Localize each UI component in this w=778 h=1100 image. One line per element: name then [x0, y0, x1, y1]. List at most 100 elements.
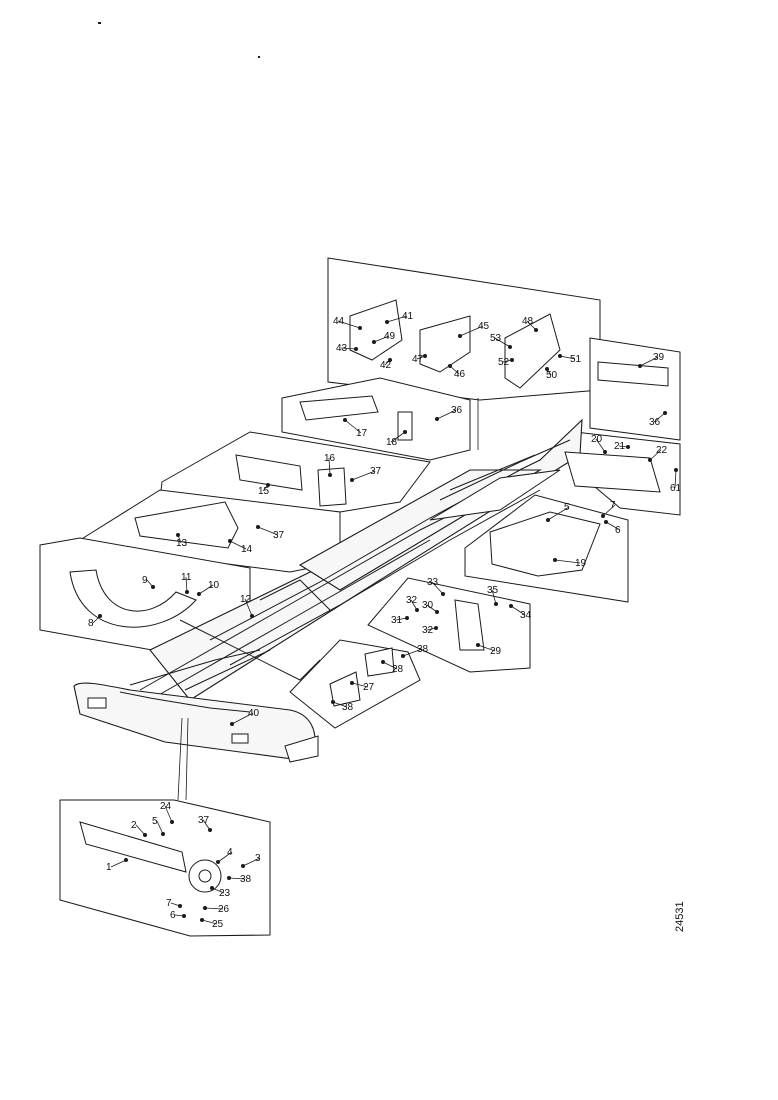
- leader-line-10: [198, 584, 214, 595]
- leader-line-40: [231, 712, 254, 725]
- bolt-dot-23: [210, 886, 214, 890]
- callout-label-23: 23: [219, 888, 231, 899]
- bolt-dot-44: [358, 326, 362, 330]
- bolt-dot-19: [553, 558, 557, 562]
- bolt-dot-51: [558, 354, 562, 358]
- bolt-dot-31: [405, 616, 409, 620]
- callout-label-9: 9: [142, 575, 148, 586]
- leader-line-11: [185, 576, 188, 593]
- callout-label-4: 4: [227, 847, 233, 858]
- bolt-dot-43: [354, 347, 358, 351]
- leader-line-14: [229, 540, 247, 550]
- callout-label-38: 38: [417, 644, 429, 655]
- bolt-dot-26: [203, 906, 207, 910]
- bolt-dot-18: [403, 430, 407, 434]
- bolt-dot-35: [494, 602, 498, 606]
- bolt-dot-3: [241, 864, 245, 868]
- callout-label-2: 2: [131, 820, 137, 831]
- callout-label-21: 21: [614, 441, 626, 452]
- leader-line-38: [228, 877, 246, 880]
- callout-label-16: 16: [324, 453, 336, 464]
- leader-line-5: [547, 506, 570, 521]
- detail-panels: [39, 257, 681, 937]
- leader-line-22: [649, 449, 662, 461]
- bolt-dot-36: [435, 417, 439, 421]
- callout-label-47: 47: [412, 354, 424, 365]
- bolt-dot-40: [230, 722, 234, 726]
- leader-line-24: [164, 805, 173, 823]
- bolt-dot-32: [434, 626, 438, 630]
- callout-label-25: 25: [212, 919, 224, 930]
- bolt-dot-48: [534, 328, 538, 332]
- leader-line-61: [674, 469, 677, 489]
- callout-label-18: 18: [386, 437, 398, 448]
- part-sketches: [69, 299, 669, 893]
- leader-line-37: [351, 470, 376, 481]
- leader-line-53: [494, 337, 511, 348]
- bolt-dot-38: [331, 700, 335, 704]
- bolt-dot-17: [343, 418, 347, 422]
- callout-label-5: 5: [564, 502, 570, 513]
- callout-label-20: 20: [591, 434, 603, 445]
- callout-label-37: 37: [198, 815, 210, 826]
- leader-line-33: [431, 581, 444, 595]
- callout-label-51: 51: [570, 354, 582, 365]
- leader-line-28: [382, 661, 398, 670]
- leader-line-45: [459, 325, 484, 337]
- leader-line-3: [242, 857, 261, 867]
- leader-line-29: [477, 644, 496, 652]
- callout-label-37: 37: [273, 530, 285, 541]
- leader-line-23: [211, 887, 225, 894]
- bolt-dot-53: [508, 345, 512, 349]
- leader-line-38: [332, 701, 348, 708]
- callout-label-36: 36: [451, 405, 463, 416]
- bolt-dot-20: [603, 450, 607, 454]
- callout-label-38: 38: [342, 702, 354, 713]
- callout-label-43: 43: [336, 343, 348, 354]
- callout-label-39: 39: [653, 352, 665, 363]
- bolt-dot-15: [266, 483, 270, 487]
- callout-label-8: 8: [88, 618, 94, 629]
- bolt-dot-11: [185, 590, 189, 594]
- bolt-dot-52: [510, 358, 514, 362]
- print-specks: [98, 22, 260, 58]
- bolt-dot-6: [604, 520, 608, 524]
- callout-label-22: 22: [656, 445, 668, 456]
- leader-line-37: [257, 526, 279, 536]
- bolt-dot-22: [648, 458, 652, 462]
- callout-label-10: 10: [208, 580, 220, 591]
- callout-label-41: 41: [402, 311, 414, 322]
- bolt-dot-33: [441, 592, 445, 596]
- leader-line-30: [426, 604, 438, 613]
- leader-line-19: [554, 559, 581, 564]
- bolt-dot-7: [178, 904, 182, 908]
- leader-line-49: [373, 335, 390, 343]
- leader-line-36: [436, 409, 457, 420]
- leader-line-39: [639, 356, 659, 367]
- leader-line-38: [402, 648, 423, 657]
- leader-line-34: [510, 605, 526, 616]
- callout-label-19: 19: [575, 558, 587, 569]
- bolt-dot-61: [674, 468, 678, 472]
- bolt-dot-37: [208, 828, 212, 832]
- bolt-dot-13: [176, 533, 180, 537]
- callout-label-36: 36: [649, 417, 661, 428]
- bolt-dot-28: [381, 660, 385, 664]
- bolt-dot-21: [626, 445, 630, 449]
- leader-line-17: [344, 419, 362, 434]
- bolt-dot-41: [385, 320, 389, 324]
- callout-label-32: 32: [406, 595, 418, 606]
- callout-label-33: 33: [427, 577, 439, 588]
- callout-label-1: 1: [106, 862, 112, 873]
- bolt-dot-10: [197, 592, 201, 596]
- bolt-dot-42: [388, 358, 392, 362]
- callout-label-32: 32: [422, 625, 434, 636]
- bolt-dot-16: [328, 473, 332, 477]
- leader-line-37: [202, 819, 211, 831]
- bolt-dot-27: [350, 681, 354, 685]
- leader-line-46: [449, 365, 460, 375]
- leader-line-41: [386, 315, 408, 323]
- bolt-dot-46: [448, 364, 452, 368]
- leader-line-27: [351, 682, 369, 688]
